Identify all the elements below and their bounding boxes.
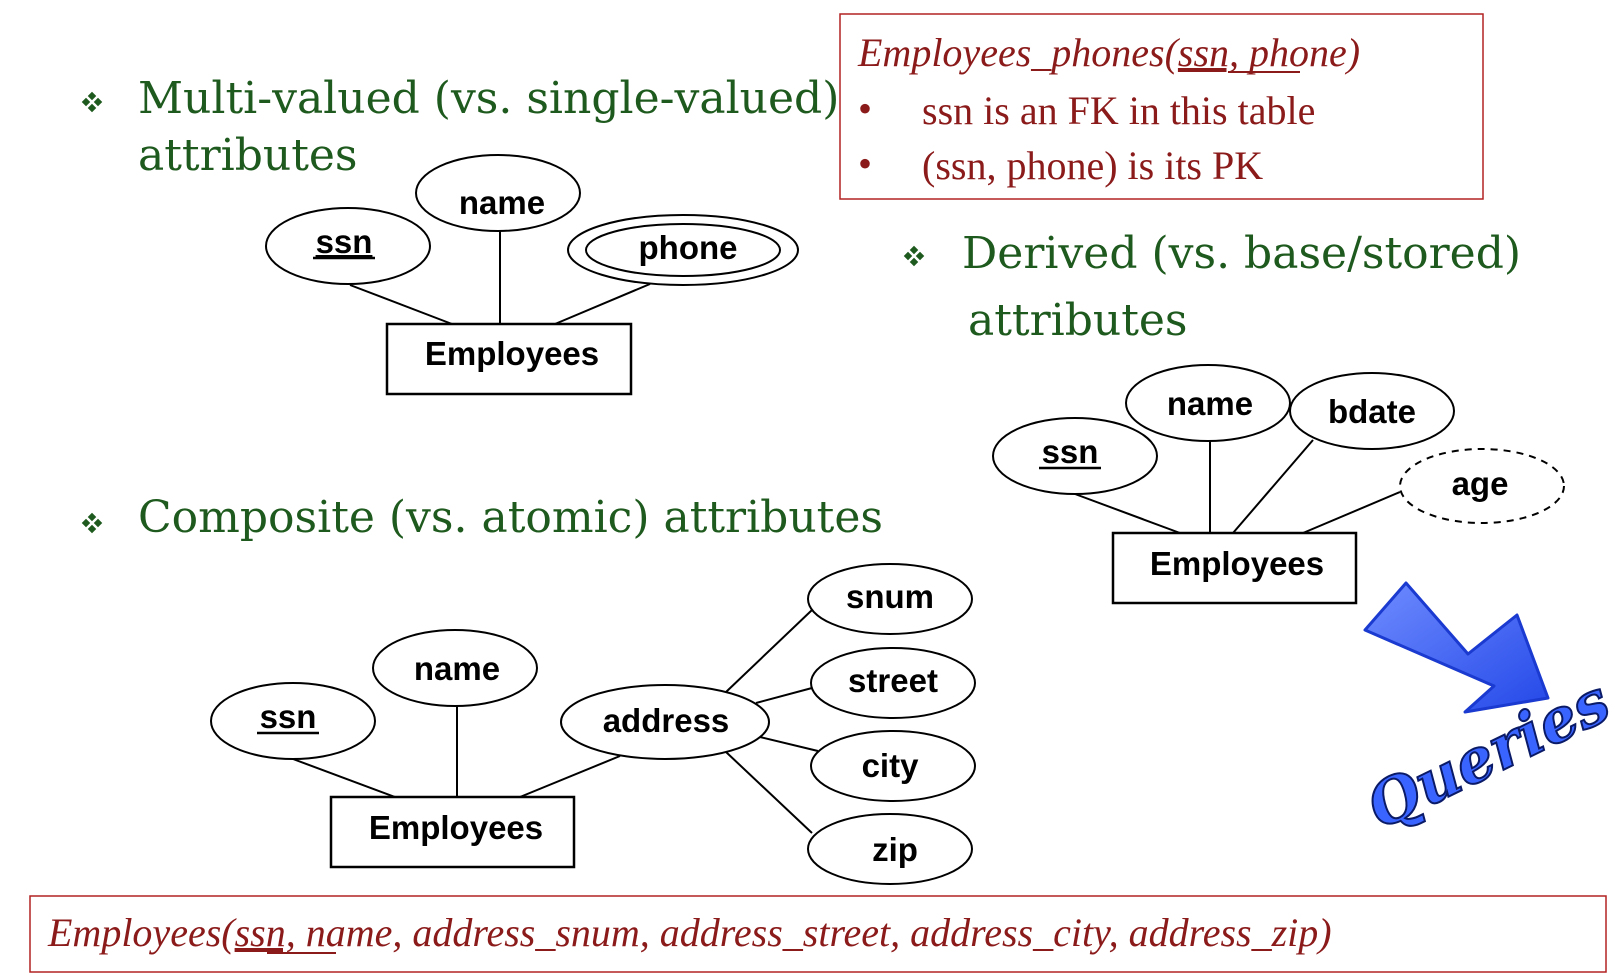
attribute-address-label: address [603, 702, 730, 739]
subattribute-street: street [810, 647, 976, 719]
phones-table-box: Employees_phones(ssn, phone) • ssn is an… [839, 13, 1484, 200]
entity-employees-label: Employees [1150, 545, 1324, 582]
entity-employees-label: Employees [425, 335, 599, 372]
attribute-age-label: age [1452, 465, 1509, 502]
attribute-phone-multivalued: phone [567, 214, 799, 286]
diagram-composite: ssn name address snum street city zip [210, 563, 976, 885]
composite-heading: Composite (vs. atomic) attributes [138, 492, 883, 543]
diamond-bullet-icon [81, 512, 103, 534]
diagram-derived: ssn name bdate age Employees [992, 364, 1565, 605]
attribute-address-composite: address [560, 684, 770, 760]
subattribute-zip: zip [807, 813, 973, 885]
entity-employees: Employees [329, 795, 576, 869]
subattribute-city-label: city [862, 747, 920, 784]
entity-employees: Employees [385, 322, 633, 396]
multivalued-heading-line1: Multi-valued (vs. single-valued) [138, 73, 839, 124]
employees-table-schema: Employees(ssn, name, address_snum, addre… [47, 910, 1332, 955]
phones-bullet-symbol-2: • [858, 141, 872, 186]
subattribute-zip-label: zip [872, 831, 918, 868]
diamond-bullet-icon [81, 91, 103, 113]
phones-bullet-pk: (ssn, phone) is its PK [922, 143, 1263, 188]
phones-bullet-fk: ssn is an FK in this table [922, 88, 1315, 133]
attribute-phone-label: phone [639, 229, 738, 266]
subattribute-city: city [810, 730, 976, 802]
attribute-ssn-label: ssn [260, 698, 317, 735]
phones-table-schema: Employees_phones(ssn, phone) [857, 30, 1360, 75]
attribute-bdate: bdate [1289, 372, 1455, 450]
attribute-bdate-label: bdate [1328, 393, 1416, 430]
attribute-ssn: ssn [992, 417, 1158, 495]
attribute-name: name [1125, 364, 1291, 442]
bullet-derived: Derived (vs. base/stored) attributes [903, 228, 1521, 346]
employees-table-box: Employees(ssn, name, address_snum, addre… [29, 895, 1607, 973]
multivalued-heading-line2: attributes [138, 130, 358, 181]
arrow-right-icon [1363, 581, 1550, 714]
attribute-ssn: ssn [210, 682, 376, 760]
derived-heading-line2: attributes [968, 295, 1188, 346]
diamond-bullet-icon [903, 245, 925, 267]
attribute-ssn-label: ssn [1042, 433, 1099, 470]
bullet-composite: Composite (vs. atomic) attributes [81, 492, 883, 543]
bullet-multivalued: Multi-valued (vs. single-valued) attribu… [81, 73, 839, 181]
attribute-name: name [415, 154, 581, 232]
subattribute-street-label: street [848, 662, 938, 699]
attribute-name-label: name [1167, 385, 1253, 422]
attribute-ssn: ssn [265, 207, 431, 285]
attribute-name-label: name [414, 650, 500, 687]
attribute-name: name [372, 629, 538, 707]
attribute-ssn-label: ssn [316, 223, 373, 260]
entity-employees-label: Employees [369, 809, 543, 846]
diagram-multivalued: ssn name phone Employees [265, 154, 799, 396]
subattribute-snum-label: snum [846, 578, 934, 615]
subattribute-snum: snum [807, 563, 973, 635]
entity-employees: Employees [1111, 531, 1358, 605]
queries-label: Queries [1356, 666, 1612, 843]
attribute-age-derived: age [1399, 448, 1565, 524]
attribute-name-label: name [459, 184, 545, 221]
derived-heading-line1: Derived (vs. base/stored) [962, 228, 1521, 279]
phones-bullet-symbol-1: • [858, 86, 872, 131]
queries-callout: Queries [1355, 581, 1612, 844]
